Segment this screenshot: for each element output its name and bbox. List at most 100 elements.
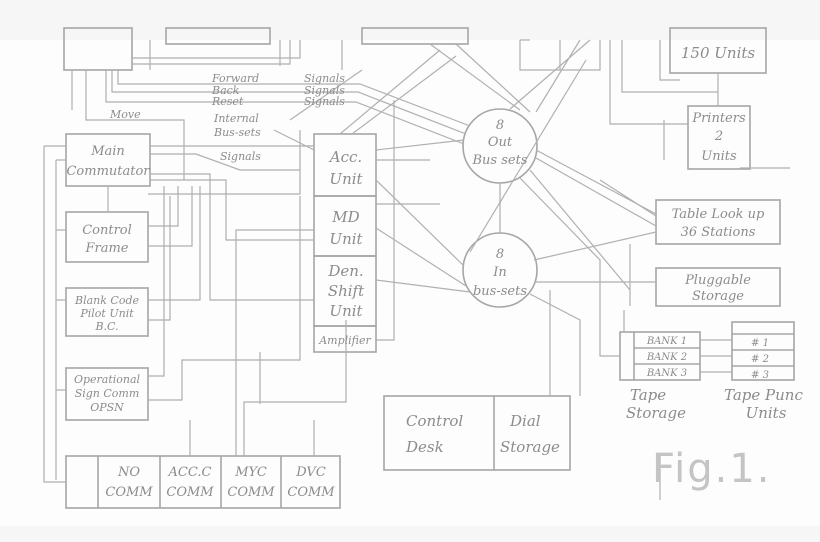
line-amp-up <box>376 100 395 341</box>
internal-label: Internal <box>213 112 259 125</box>
line-mc-signals <box>150 153 300 171</box>
signals-label-c: Signals <box>304 95 345 108</box>
tape-storage-label-1: Tape <box>630 386 666 404</box>
line-cf-mc <box>148 186 179 227</box>
drawing-sheet <box>0 40 820 526</box>
printers-label-1: Printers <box>691 111 746 126</box>
forward-label: Forward <box>211 72 259 85</box>
line-myc-up <box>243 320 347 456</box>
signals-label-b: Signals <box>304 84 345 97</box>
den-shift-label-3: Unit <box>329 302 363 320</box>
line-cf-out <box>148 186 193 247</box>
control-frame-box <box>65 211 149 263</box>
line-acc-top <box>339 49 441 135</box>
line-in-desk <box>529 293 581 396</box>
punch-3-label: # 3 <box>751 370 769 381</box>
line-den-in <box>375 279 471 293</box>
out-bus-label-2: Out <box>488 135 513 150</box>
line-forward <box>117 70 471 127</box>
line-out-pluggable <box>529 169 631 291</box>
operational-label-3: OPSN <box>90 401 124 414</box>
line-myc-md <box>235 229 314 456</box>
line-reset <box>105 70 465 145</box>
printers-label-3: Units <box>701 149 737 164</box>
blank-code-label-1: Blank Code <box>74 294 139 307</box>
line-acc-out-bus <box>375 139 465 151</box>
accc-comm-label-2: COMM <box>166 485 214 500</box>
acc-unit-label-1: Acc. <box>328 148 362 166</box>
dial-storage-label-2: Storage <box>500 438 560 456</box>
punch-group-box <box>731 321 795 381</box>
den-shift-label-1: Den. <box>327 262 363 280</box>
line-top-b <box>132 40 291 65</box>
line-op-up <box>148 186 165 377</box>
blank-code-label-3: B.C. <box>94 320 118 333</box>
printers-label-2: 2 <box>714 129 723 144</box>
dial-storage-label-1: Dial <box>509 412 541 430</box>
myc-comm-label-1: MYC <box>234 465 267 480</box>
line-out-up <box>509 39 591 110</box>
line-mc-den <box>150 173 314 301</box>
line-move <box>85 70 185 180</box>
bank-3-label: BANK 3 <box>646 368 687 379</box>
table-lookup-label-2: 36 Stations <box>681 225 756 240</box>
line-right-tl <box>599 179 657 217</box>
line-top-a <box>132 40 301 59</box>
line-acc-top-2 <box>351 55 457 135</box>
myc-comm-label-2: COMM <box>227 485 275 500</box>
in-bus-label-3: bus-sets <box>473 284 527 299</box>
line-bc-out <box>148 186 201 301</box>
signals-label-d: Signals <box>220 150 261 163</box>
printers-box <box>687 105 751 170</box>
tape-storage-label-2: Storage <box>626 404 686 422</box>
amplifier-box <box>313 325 377 353</box>
acc-unit-label-2: Unit <box>329 170 363 188</box>
blank-code-label-2: Pilot Unit <box>79 307 134 320</box>
line-cf-top <box>148 130 301 195</box>
top-left-box <box>63 27 133 71</box>
line-in-table <box>533 231 657 261</box>
line-to-150 <box>659 40 680 81</box>
operational-label-1: Operational <box>74 373 141 386</box>
no-comm-label-1: NO <box>117 465 140 480</box>
line-left-bus <box>43 146 66 483</box>
main-commutator-label-2: Commutator <box>66 164 150 179</box>
control-desk-label-2: Desk <box>405 438 444 456</box>
control-frame-label-2: Frame <box>84 241 128 256</box>
bank-1-label: BANK 1 <box>646 336 687 347</box>
dvc-comm-label-1: DVC <box>295 465 326 480</box>
line-to-printers <box>609 40 688 125</box>
den-shift-label-2: Shift <box>328 282 365 300</box>
move-label: Move <box>109 108 141 121</box>
in-bus-label-2: In <box>492 265 507 280</box>
reset-label: Reset <box>211 95 244 108</box>
units-150-label: 150 Units <box>681 44 756 62</box>
control-desk-label-1: Control <box>406 412 463 430</box>
line-out-table-2 <box>535 157 657 227</box>
line-in-up <box>469 59 587 253</box>
line-op-right <box>148 196 301 401</box>
in-bus-label-1: 8 <box>496 247 504 262</box>
line-top-diag-3 <box>535 39 581 113</box>
blank-code-box <box>65 287 149 337</box>
control-desk-box <box>383 395 571 471</box>
line-acc-in <box>375 179 465 267</box>
amplifier-label: Amplifier <box>318 334 371 347</box>
table-lookup-box <box>655 199 781 245</box>
tape-punch-label-2: Units <box>746 404 787 422</box>
control-frame-label-1: Control <box>82 223 132 238</box>
line-mc-md <box>150 179 314 241</box>
bank-2-label: BANK 2 <box>646 352 687 363</box>
line-internal-bus <box>289 69 363 121</box>
pluggable-label-2: Storage <box>692 289 744 304</box>
labels: 150 Units Printers 2 Units Forward Back … <box>66 44 803 500</box>
dvc-comm-label-2: COMM <box>287 485 335 500</box>
top-box-2 <box>165 27 271 45</box>
line-out-bank <box>519 177 620 357</box>
line-top-diag-2 <box>455 43 531 113</box>
top-box-3 <box>361 27 469 45</box>
no-comm-label-2: COMM <box>105 485 153 500</box>
punch-1-label: # 1 <box>751 338 769 349</box>
out-bus-label-3: Bus sets <box>472 153 528 168</box>
